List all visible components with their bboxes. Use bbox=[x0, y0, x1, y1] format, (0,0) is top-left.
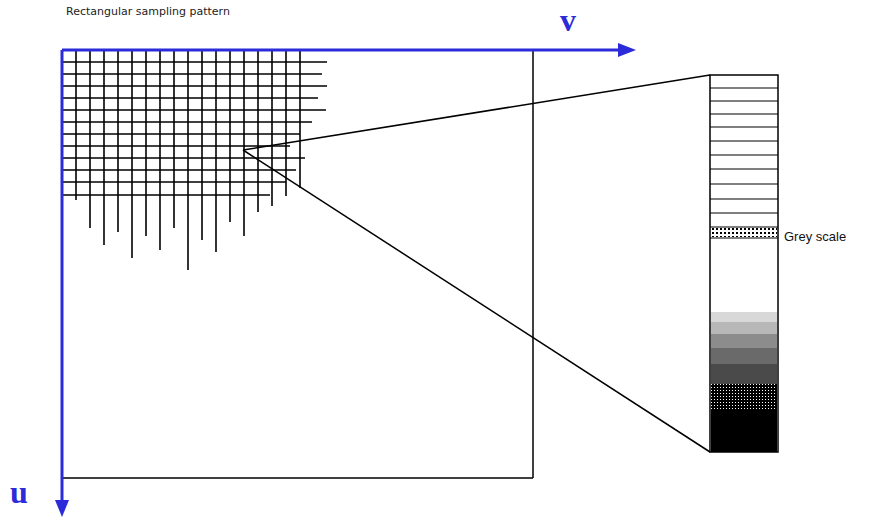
bar-step bbox=[710, 212, 778, 213]
grid-column bbox=[215, 50, 217, 252]
grid-row bbox=[62, 169, 296, 171]
grid-column bbox=[117, 50, 119, 232]
bar-band bbox=[711, 410, 777, 452]
grid-row bbox=[62, 157, 305, 159]
grid-row bbox=[62, 145, 290, 147]
bar-step bbox=[710, 140, 778, 141]
bar-step bbox=[710, 87, 778, 88]
grid-column bbox=[145, 50, 147, 236]
grey-scale-bar bbox=[710, 75, 778, 452]
axes bbox=[55, 43, 636, 517]
bar-step bbox=[710, 154, 778, 155]
grid-row bbox=[62, 121, 312, 123]
bar-step bbox=[710, 100, 778, 101]
grid-column bbox=[75, 50, 77, 200]
bar-step bbox=[710, 198, 778, 199]
bar-band bbox=[711, 334, 777, 348]
grid-column bbox=[243, 50, 245, 236]
grid-row bbox=[62, 85, 327, 87]
grid-column bbox=[285, 50, 287, 196]
bar-band bbox=[711, 384, 777, 410]
bar-band bbox=[711, 364, 777, 384]
diagram-title: Rectangular sampling pattern bbox=[66, 5, 230, 18]
grid-column bbox=[299, 50, 301, 188]
grid-column bbox=[187, 50, 189, 270]
sampling-grid bbox=[62, 50, 327, 270]
grid-row bbox=[62, 133, 300, 135]
bar-band bbox=[711, 348, 777, 364]
grid-column bbox=[159, 50, 161, 250]
bar-step bbox=[710, 113, 778, 114]
grid-row bbox=[62, 97, 318, 99]
grid-column bbox=[173, 50, 175, 228]
axis-label: u bbox=[10, 474, 28, 511]
bar-step bbox=[710, 126, 778, 127]
bar-step bbox=[710, 238, 778, 239]
bar-step bbox=[710, 227, 778, 228]
grid-row bbox=[62, 194, 270, 196]
grid-row bbox=[62, 61, 327, 63]
grid-column bbox=[257, 50, 259, 212]
bar-outline bbox=[710, 75, 778, 452]
grid-column bbox=[229, 50, 231, 222]
grid-column bbox=[103, 50, 105, 245]
bar-band bbox=[711, 312, 777, 322]
bar-step bbox=[710, 168, 778, 169]
zoom-lines bbox=[243, 75, 710, 452]
bar-step bbox=[710, 183, 778, 184]
grid-column bbox=[89, 50, 91, 228]
scale-label: Grey scale bbox=[784, 229, 846, 244]
bar-band bbox=[711, 322, 777, 334]
grid-column bbox=[201, 50, 203, 240]
grid-column bbox=[271, 50, 273, 206]
bar-band bbox=[711, 227, 777, 237]
axis-label: v bbox=[560, 2, 576, 39]
grid-column bbox=[131, 50, 133, 258]
grid-row bbox=[62, 73, 322, 75]
